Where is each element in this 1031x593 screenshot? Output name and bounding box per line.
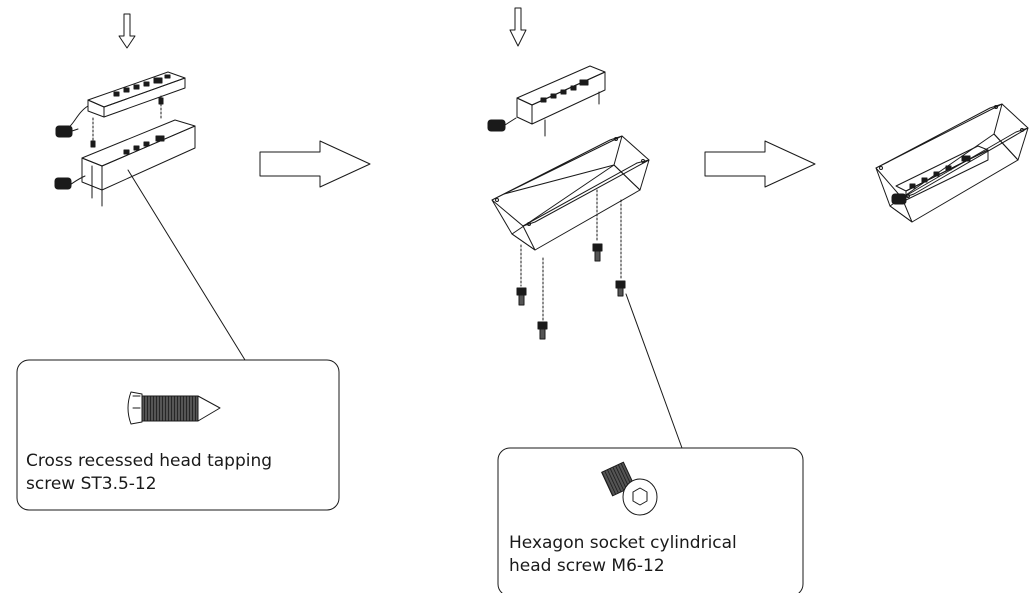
hex-screws-exploded: [520, 189, 622, 321]
down-arrow-icon: [509, 7, 527, 47]
callout-1-label-line1: Cross recessed head tapping: [26, 451, 273, 471]
callout-2-label-line2: head screw M6-12: [509, 556, 665, 576]
callout-2-label-line1: Hexagon socket cylindrical: [509, 533, 737, 553]
screw-small: [90, 95, 164, 148]
callout-box-1: [16, 359, 340, 511]
tapping-screw-icon: [127, 391, 221, 425]
leader-line: [625, 293, 683, 449]
hex-socket-screw-icon: [601, 461, 658, 516]
cable-tray: [491, 135, 650, 251]
hex-screw: [516, 243, 626, 340]
plug-upper: [55, 125, 79, 138]
callout-box-2: [497, 447, 804, 593]
plug: [891, 193, 907, 205]
power-strip-upper: [67, 71, 186, 129]
assembled-tray: [875, 103, 1029, 223]
leader-line: [127, 169, 246, 361]
down-arrow-icon: [118, 13, 136, 49]
right-arrow-icon: [704, 140, 816, 188]
plug-lower: [54, 177, 72, 190]
callout-1-label-line2: screw ST3.5-12: [26, 474, 157, 494]
bracket-channel-lower: [67, 119, 196, 207]
power-strip-with-bracket: [516, 65, 606, 137]
plug: [487, 117, 517, 132]
right-arrow-icon: [259, 140, 371, 188]
